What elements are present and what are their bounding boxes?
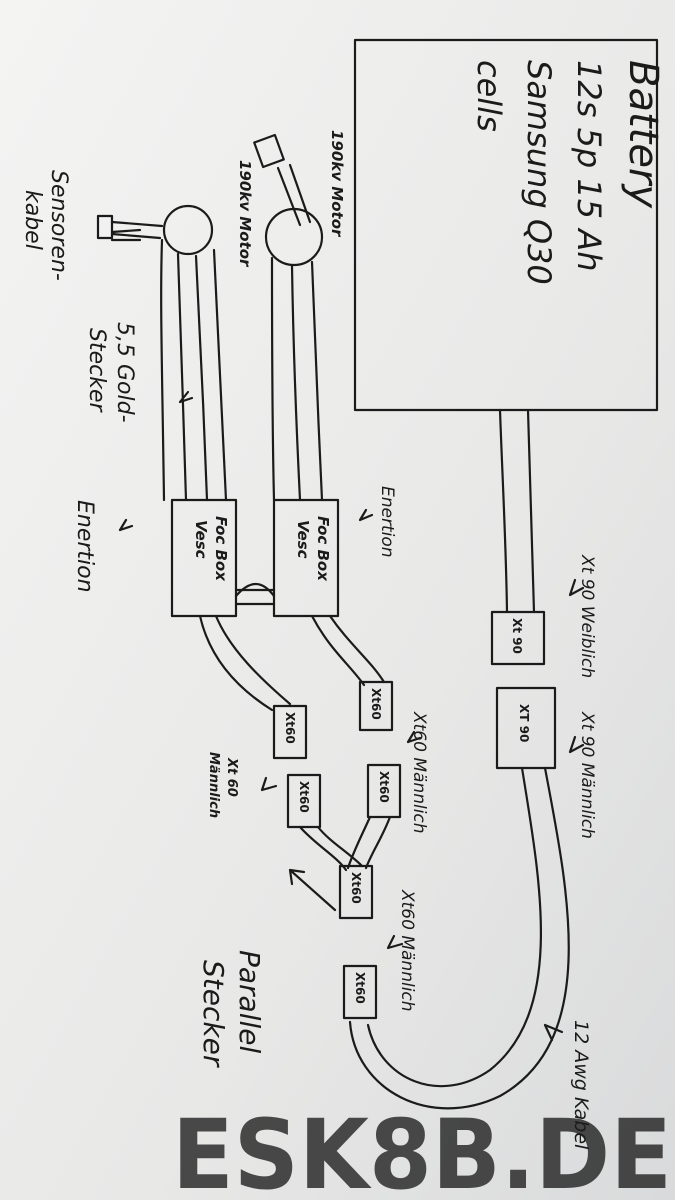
xt60-parallel-male-2 <box>286 773 322 829</box>
parallel-cable-y <box>298 815 392 872</box>
xt60-battery-side <box>342 964 378 1020</box>
xt60-maennlich-label-2a: Xt 60 <box>224 757 239 797</box>
battery-main-cable <box>498 408 536 614</box>
arrows <box>118 390 585 1042</box>
svg-text:Vesc: Vesc <box>294 520 312 559</box>
gold-stecker-line1: 5,5 Gold- <box>112 322 137 423</box>
xt90-female-connector <box>490 610 546 666</box>
motor-2-label: 190kv Motor <box>236 160 254 268</box>
battery-box <box>353 38 659 412</box>
xt90-maennlich-label: Xt 90 Männlich <box>577 711 597 839</box>
svg-text:Foc Box: Foc Box <box>212 516 230 582</box>
battery-label: Battery 12s 5p 15 Ah Samsung Q30 cells <box>470 60 666 285</box>
motor-2 <box>96 204 228 502</box>
svg-text:cells: cells <box>470 60 508 132</box>
svg-text:Foc Box: Foc Box <box>314 516 332 582</box>
vesc-2-label: Foc Box Vesc <box>192 516 230 582</box>
motor-1 <box>253 133 324 502</box>
xt60-text-d: Xt60 <box>297 781 311 813</box>
enertion-label-1: Enertion <box>377 486 397 558</box>
vesc-1-label: Foc Box Vesc <box>294 516 332 582</box>
xt60-text-a: Xt60 <box>369 688 383 720</box>
parallel-stecker-line2: Stecker <box>197 960 230 1068</box>
xt90-weiblich-label: Xt 90 Weiblich <box>577 554 597 678</box>
can-bus-link <box>234 582 276 606</box>
awg-kabel-label: 12 Awg Kabel <box>570 1020 592 1150</box>
xt60-maennlich-label-2b: Männlich <box>206 752 221 818</box>
watermark: ESK8B.DE <box>172 1099 672 1200</box>
xt60-text-b: Xt60 <box>283 712 297 744</box>
xt60-text-c: Xt60 <box>377 771 391 803</box>
sensor-kabel-line1: Sensoren- <box>46 170 71 281</box>
parallel-stecker-line1: Parallel <box>233 950 266 1053</box>
xt90-male-text: XT 90 <box>517 704 531 742</box>
svg-text:Samsung Q30: Samsung Q30 <box>520 60 558 285</box>
xt60-parallel-out <box>338 864 374 920</box>
xt60-connector-vesc2 <box>272 704 308 760</box>
xt60-maennlich-label-1: Xt60 Männlich <box>409 711 429 834</box>
vesc2-power-cable <box>198 614 292 712</box>
svg-text:Vesc: Vesc <box>192 520 210 559</box>
xt90-female-text: Xt 90 <box>510 618 524 654</box>
vesc-box-2 <box>170 498 238 618</box>
motor-1-label: 190kv Motor <box>328 130 346 238</box>
awg-cable-loop <box>348 766 570 1110</box>
svg-text:Battery: Battery <box>620 60 666 209</box>
xt60-maennlich-label-3: Xt60 Männlich <box>397 889 417 1012</box>
svg-text:12s 5p 15 Ah: 12s 5p 15 Ah <box>570 60 608 271</box>
enertion-label-2: Enertion <box>72 500 97 593</box>
xt60-text-e: Xt60 <box>349 872 363 904</box>
vesc-box-1 <box>272 498 340 618</box>
xt90-male-connector <box>495 686 557 770</box>
xt60-text-f: Xt60 <box>353 972 367 1004</box>
gold-stecker-line2: Stecker <box>84 328 109 413</box>
sensor-kabel-line2: kabel <box>20 190 45 250</box>
vesc1-power-cable <box>310 614 386 687</box>
xt60-connector-vesc1 <box>358 680 394 732</box>
xt60-parallel-male-1 <box>366 763 402 819</box>
